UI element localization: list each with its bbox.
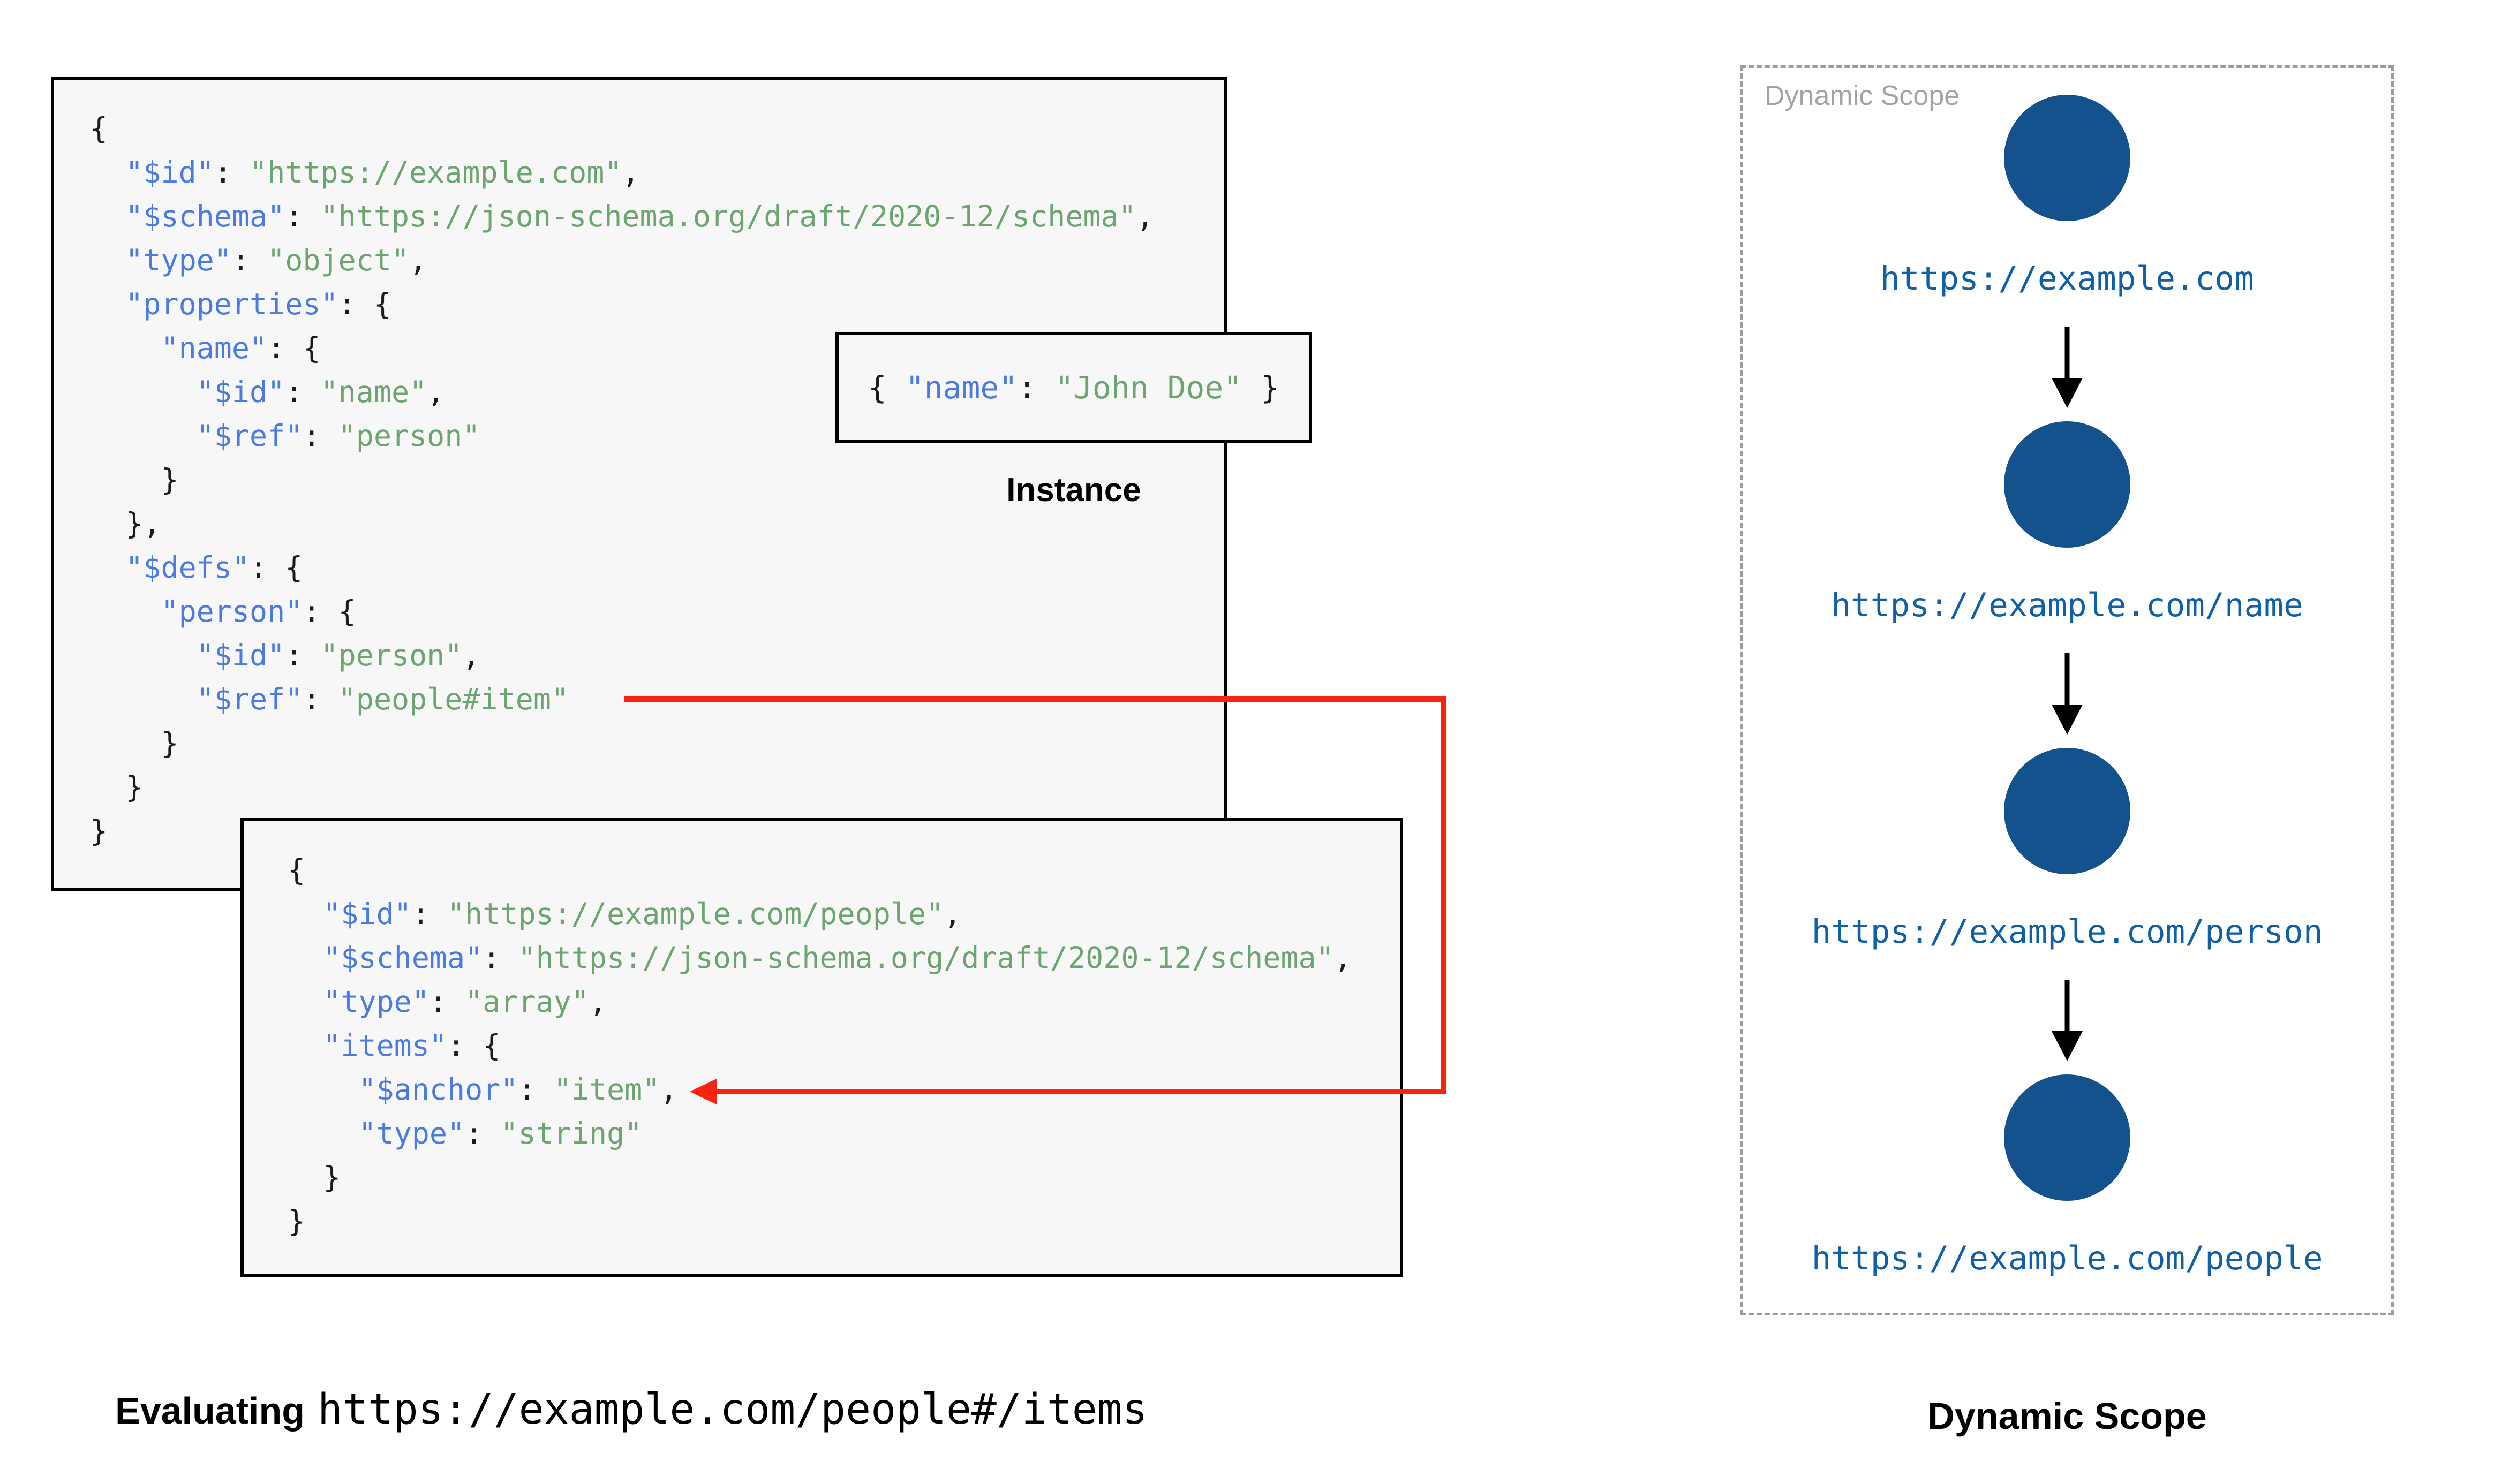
evaluating-caption-uri: https://example.com/people#/items bbox=[317, 1385, 1148, 1434]
scope-node-circle-4 bbox=[2004, 1074, 2130, 1201]
scope-node-label-4: https://example.com/people bbox=[1811, 1239, 2323, 1277]
evaluating-caption: Evaluating https://example.com/people#/i… bbox=[115, 1385, 1148, 1434]
instance-label: Instance bbox=[1006, 472, 1141, 509]
dynamic-scope-frame: Dynamic Scope bbox=[1740, 65, 2394, 1315]
schema-box-people: { "$id": "https://example.com/people", "… bbox=[240, 818, 1403, 1277]
evaluating-caption-prefix: Evaluating bbox=[115, 1390, 305, 1432]
scope-node-circle-2 bbox=[2004, 421, 2130, 548]
dynamic-scope-frame-label: Dynamic Scope bbox=[1765, 80, 1960, 111]
instance-box: { "name": "John Doe" } bbox=[835, 332, 1312, 443]
schema-main-code: { "$id": "https://example.com", "$schema… bbox=[90, 111, 1154, 848]
scope-node-label-2: https://example.com/name bbox=[1831, 586, 2303, 624]
scope-node-circle-3 bbox=[2004, 748, 2130, 874]
instance-code: { "name": "John Doe" } bbox=[868, 369, 1280, 406]
schema-people-code: { "$id": "https://example.com/people", "… bbox=[288, 853, 1352, 1238]
scope-node-circle-1 bbox=[2004, 95, 2130, 221]
scope-node-label-3: https://example.com/person bbox=[1811, 913, 2323, 951]
dynamic-scope-caption: Dynamic Scope bbox=[1927, 1395, 2207, 1437]
scope-node-label-1: https://example.com bbox=[1880, 260, 2254, 298]
